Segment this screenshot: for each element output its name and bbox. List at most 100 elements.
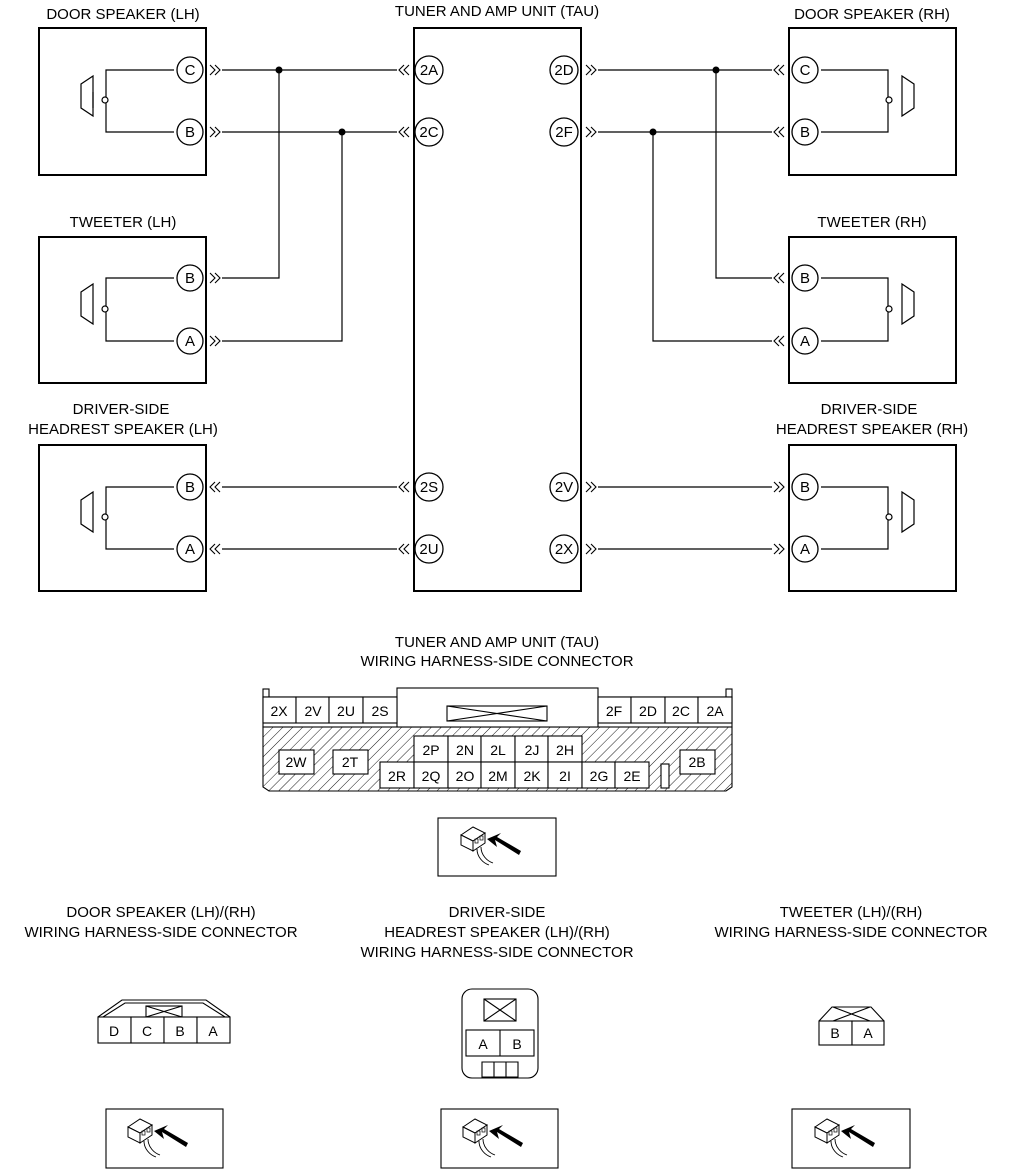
tweeter-cell-a: A bbox=[863, 1025, 873, 1041]
pin-label-door-rh-c: C bbox=[800, 62, 811, 79]
pin-headrest-rh-b bbox=[791, 473, 819, 501]
tau-connector bbox=[262, 687, 733, 792]
door-connector-title-line2: WIRING HARNESS-SIDE CONNECTOR bbox=[24, 924, 297, 941]
pin-label-tweeter-rh-a: A bbox=[800, 333, 810, 350]
pin-tweeter-lh-a bbox=[176, 327, 204, 355]
tweeter-lh-title: TWEETER (LH) bbox=[70, 214, 177, 231]
pin-label-door-lh-b: B bbox=[185, 124, 195, 141]
tweeter-view-frame bbox=[791, 1108, 911, 1169]
tau-box bbox=[413, 27, 582, 592]
headrest-rh-title-line2: HEADREST SPEAKER (RH) bbox=[776, 421, 968, 438]
tau-cell-2b: 2B bbox=[688, 754, 705, 770]
pin-label-door-lh-c: C bbox=[185, 62, 196, 79]
tau-cell-2e: 2E bbox=[623, 768, 640, 784]
tau-cell-2i: 2I bbox=[559, 768, 571, 784]
pin-door-rh-b bbox=[791, 118, 819, 146]
headrest-cell-b: B bbox=[512, 1036, 521, 1052]
headrest-rh-title-line1: DRIVER-SIDE bbox=[821, 401, 918, 418]
tau-cell-2t: 2T bbox=[342, 754, 359, 770]
door-cell-a: A bbox=[208, 1023, 218, 1039]
tau-cell-2s: 2S bbox=[371, 703, 388, 719]
pin-label-tau-2s: 2S bbox=[420, 479, 438, 496]
pin-tau-2a bbox=[414, 55, 444, 85]
tau-cell-2d: 2D bbox=[639, 703, 657, 719]
tau-cell-2l: 2L bbox=[490, 742, 506, 758]
pin-tau-2d bbox=[549, 55, 579, 85]
pin-label-tau-2v: 2V bbox=[555, 479, 573, 496]
pin-label-tau-2u: 2U bbox=[419, 541, 438, 558]
tau-cell-2g: 2G bbox=[590, 768, 609, 784]
pin-tau-2u bbox=[414, 534, 444, 564]
speaker-symbol-door-rh bbox=[821, 69, 915, 133]
pin-label-headrest-rh-a: A bbox=[800, 541, 810, 558]
speaker-symbol-headrest-rh bbox=[821, 486, 915, 550]
tau-cell-2f: 2F bbox=[606, 703, 622, 719]
pin-tweeter-lh-b bbox=[176, 264, 204, 292]
pin-label-tweeter-lh-a: A bbox=[185, 333, 195, 350]
headrest-cell-a: A bbox=[478, 1036, 488, 1052]
tau-cell-2h: 2H bbox=[556, 742, 574, 758]
pin-tau-2s bbox=[414, 472, 444, 502]
pin-label-tweeter-lh-b: B bbox=[185, 270, 195, 287]
pin-label-headrest-lh-b: B bbox=[185, 479, 195, 496]
pin-headrest-rh-a bbox=[791, 535, 819, 563]
tau-cell-2v: 2V bbox=[304, 703, 322, 719]
tau-cell-2j: 2J bbox=[525, 742, 540, 758]
headrest-view-frame bbox=[440, 1108, 559, 1169]
tau-cell-2p: 2P bbox=[422, 742, 439, 758]
tweeter-rh-title: TWEETER (RH) bbox=[817, 214, 926, 231]
headrest-lh-title-line1: DRIVER-SIDE bbox=[73, 401, 170, 418]
tau-cell-2n: 2N bbox=[456, 742, 474, 758]
speaker-symbol-tweeter-rh bbox=[821, 277, 915, 342]
pin-door-lh-c bbox=[176, 56, 204, 84]
pin-label-tweeter-rh-b: B bbox=[800, 270, 810, 287]
pin-tau-2x bbox=[549, 534, 579, 564]
tau-title: TUNER AND AMP UNIT (TAU) bbox=[395, 3, 599, 20]
pin-headrest-lh-a bbox=[176, 535, 204, 563]
tau-cell-2c: 2C bbox=[672, 703, 690, 719]
tau-cell-2m: 2M bbox=[488, 768, 507, 784]
pin-tau-2f bbox=[549, 117, 579, 147]
speaker-symbol-tweeter-lh bbox=[80, 277, 174, 342]
pin-label-tau-2x: 2X bbox=[555, 541, 573, 558]
connector-chevrons bbox=[209, 64, 785, 555]
pin-tweeter-rh-b bbox=[791, 264, 819, 292]
door-speaker-lh-box bbox=[38, 27, 207, 176]
tau-cell-2o: 2O bbox=[456, 768, 475, 784]
pin-label-headrest-rh-b: B bbox=[800, 479, 810, 496]
tau-connector-title-line1: TUNER AND AMP UNIT (TAU) bbox=[395, 634, 599, 651]
tweeter-connector-title-line1: TWEETER (LH)/(RH) bbox=[780, 904, 923, 921]
tweeter-cell-b: B bbox=[830, 1025, 839, 1041]
pin-label-headrest-lh-a: A bbox=[185, 541, 195, 558]
headrest-speaker-rh-box bbox=[788, 444, 957, 592]
pin-label-door-rh-b: B bbox=[800, 124, 810, 141]
headrest-connector-title-line3: WIRING HARNESS-SIDE CONNECTOR bbox=[360, 944, 633, 961]
speaker-symbol-door-lh bbox=[80, 69, 174, 133]
speaker-symbol-headrest-lh bbox=[80, 486, 174, 550]
door-cell-d: D bbox=[109, 1023, 119, 1039]
pin-label-tau-2a: 2A bbox=[420, 62, 438, 79]
headrest-lh-title-line2: HEADREST SPEAKER (LH) bbox=[28, 421, 218, 438]
tau-cell-2u: 2U bbox=[337, 703, 355, 719]
tau-connector-title-line2: WIRING HARNESS-SIDE CONNECTOR bbox=[360, 653, 633, 670]
wire-junctions bbox=[275, 66, 720, 136]
pin-headrest-lh-b bbox=[176, 473, 204, 501]
pin-label-tau-2c: 2C bbox=[419, 124, 438, 141]
pin-door-rh-c bbox=[791, 56, 819, 84]
tau-cell-2k: 2K bbox=[523, 768, 541, 784]
pin-tau-2v bbox=[549, 472, 579, 502]
pin-door-lh-b bbox=[176, 118, 204, 146]
tweeter-lh-box bbox=[38, 236, 207, 384]
tau-cell-2r: 2R bbox=[388, 768, 406, 784]
tau-cell-2w: 2W bbox=[286, 754, 308, 770]
door-speaker-lh-title: DOOR SPEAKER (LH) bbox=[46, 6, 199, 23]
door-speaker-rh-box bbox=[788, 27, 957, 176]
pin-tweeter-rh-a bbox=[791, 327, 819, 355]
headrest-connector-title-line1: DRIVER-SIDE bbox=[449, 904, 546, 921]
headrest-connector bbox=[461, 988, 539, 1079]
pin-label-tau-2d: 2D bbox=[554, 62, 573, 79]
tau-cell-2x: 2X bbox=[270, 703, 288, 719]
tweeter-rh-box bbox=[788, 236, 957, 384]
headrest-speaker-lh-box bbox=[38, 444, 207, 592]
